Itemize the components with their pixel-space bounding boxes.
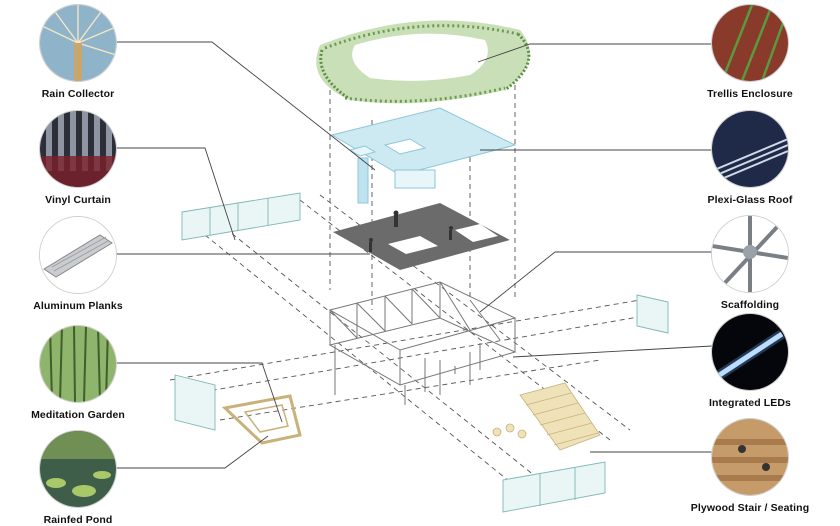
- trellis-enclosure-photo-icon: [711, 4, 789, 82]
- vinyl-curtain-panels: [174, 192, 669, 513]
- rainfed-pond-photo-icon: [39, 430, 117, 508]
- callout-scaffolding: Scaffolding: [670, 215, 830, 311]
- trellis-enclosure-model: [316, 20, 531, 104]
- callout-rain-collector: Rain Collector: [0, 4, 158, 100]
- plywood-stair-model: [492, 382, 601, 451]
- callout-meditation-garden: Meditation Garden: [0, 325, 158, 421]
- callout-vinyl-curtain: Vinyl Curtain: [0, 110, 158, 206]
- integrated-leds-label: Integrated LEDs: [708, 397, 791, 409]
- scaffolding-model: [328, 281, 517, 405]
- plywood-stair-photo-icon: [711, 418, 789, 496]
- meditation-garden-model: [221, 394, 302, 445]
- rain-collector-photo-icon: [39, 4, 117, 82]
- scaffolding-label: Scaffolding: [720, 299, 780, 311]
- callout-rainfed-pond: Rainfed Pond: [0, 430, 158, 526]
- callout-plexiglass-roof: Plexi-Glass Roof: [670, 110, 830, 206]
- trellis-enclosure-label: Trellis Enclosure: [707, 88, 793, 100]
- scaffolding-photo-icon: [711, 215, 789, 293]
- vinyl-curtain-photo-icon: [39, 110, 117, 188]
- plywood-stair-label: Plywood Stair / Seating: [690, 502, 810, 514]
- aluminum-planks-label: Aluminum Planks: [33, 300, 123, 312]
- callout-plywood-stair: Plywood Stair / Seating: [670, 418, 830, 514]
- leader-lines: [115, 41, 713, 469]
- plexiglass-roof-photo-icon: [711, 110, 789, 188]
- callout-integrated-leds: Integrated LEDs: [670, 313, 830, 409]
- rain-collector-label: Rain Collector: [41, 88, 115, 100]
- integrated-leds-photo-icon: [711, 313, 789, 391]
- aluminum-deck-model: [333, 203, 510, 270]
- meditation-garden-photo-icon: [39, 325, 117, 403]
- rainfed-pond-label: Rainfed Pond: [43, 514, 113, 526]
- plexiglass-roof-label: Plexi-Glass Roof: [707, 194, 793, 206]
- vinyl-curtain-label: Vinyl Curtain: [45, 194, 111, 206]
- callout-aluminum-planks: Aluminum Planks: [0, 216, 158, 312]
- aluminum-planks-photo-icon: [39, 216, 117, 294]
- plexiglass-roof-model: [330, 107, 517, 204]
- meditation-garden-label: Meditation Garden: [31, 409, 125, 421]
- callout-trellis-enclosure: Trellis Enclosure: [670, 4, 830, 100]
